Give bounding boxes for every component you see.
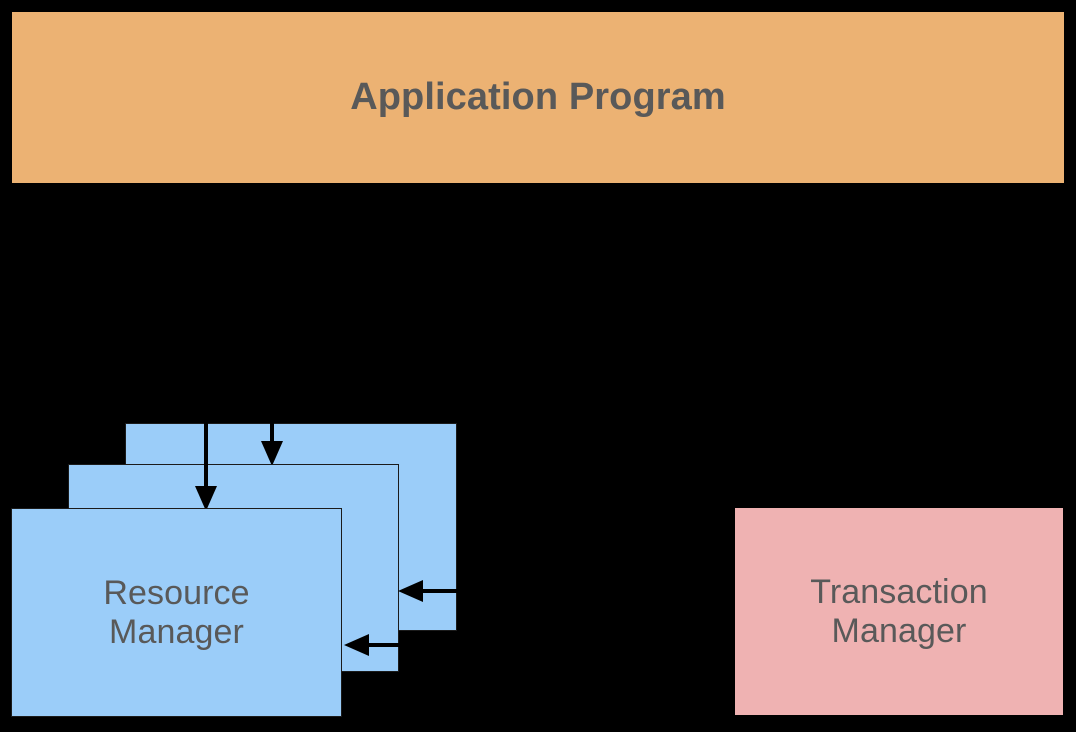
transaction-manager-label-line1: Transaction xyxy=(810,573,988,612)
resource-manager-label-line1: Resource xyxy=(103,574,250,613)
node-transaction-manager[interactable]: Transaction Manager xyxy=(735,508,1063,715)
node-application-program[interactable]: Application Program xyxy=(12,12,1064,183)
transaction-manager-label: Transaction Manager xyxy=(810,573,987,649)
resource-manager-label-line2: Manager xyxy=(109,612,244,651)
application-program-label: Application Program xyxy=(350,76,726,119)
node-resource-manager-front[interactable]: Resource Manager xyxy=(11,508,342,717)
transaction-manager-label-line2: Manager xyxy=(831,611,967,650)
resource-manager-label: Resource Manager xyxy=(103,574,249,650)
